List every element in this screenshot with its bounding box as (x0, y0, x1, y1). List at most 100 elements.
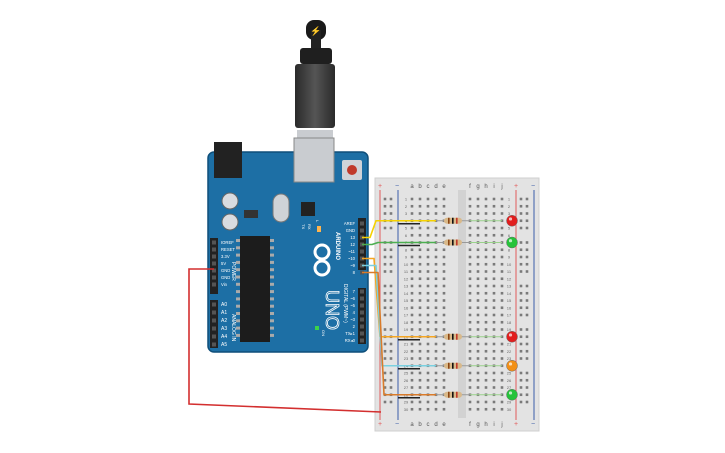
breadboard-hole[interactable] (418, 277, 422, 281)
breadboard-hole[interactable] (426, 328, 430, 331)
breadboard-hole[interactable] (442, 277, 446, 281)
rail-hole[interactable] (519, 328, 523, 331)
breadboard-hole[interactable] (476, 342, 480, 346)
breadboard-hole[interactable] (500, 277, 504, 281)
breadboard-hole[interactable] (426, 320, 430, 324)
breadboard-hole[interactable] (410, 306, 414, 310)
rail-hole[interactable] (389, 349, 393, 353)
breadboard-hole[interactable] (426, 371, 430, 375)
breadboard-hole[interactable] (468, 255, 472, 259)
breadboard-hole[interactable] (426, 204, 430, 208)
rail-hole[interactable] (383, 371, 387, 375)
breadboard-hole[interactable] (468, 386, 472, 389)
wire[interactable] (362, 219, 436, 239)
breadboard-hole[interactable] (410, 313, 414, 317)
rail-hole[interactable] (389, 328, 393, 331)
led[interactable] (506, 236, 518, 249)
breadboard-hole[interactable] (492, 357, 496, 360)
breadboard-hole[interactable] (500, 262, 504, 266)
breadboard-hole[interactable] (418, 299, 422, 302)
rail-hole[interactable] (519, 393, 523, 397)
breadboard-hole[interactable] (476, 262, 480, 266)
breadboard-hole[interactable] (410, 255, 414, 259)
breadboard-hole[interactable] (468, 270, 472, 273)
rail-hole[interactable] (519, 335, 523, 339)
breadboard-hole[interactable] (410, 320, 414, 324)
breadboard-hole[interactable] (426, 313, 430, 317)
breadboard-hole[interactable] (426, 197, 430, 201)
rail-hole[interactable] (383, 212, 387, 215)
breadboard-hole[interactable] (418, 262, 422, 266)
breadboard-hole[interactable] (492, 407, 496, 411)
breadboard-hole[interactable] (492, 226, 496, 230)
breadboard-hole[interactable] (434, 386, 438, 389)
breadboard-hole[interactable] (426, 233, 430, 237)
rail-hole[interactable] (519, 219, 523, 223)
breadboard-hole[interactable] (492, 313, 496, 317)
rail-hole[interactable] (519, 212, 523, 215)
breadboard-hole[interactable] (426, 386, 430, 389)
breadboard-hole[interactable] (500, 313, 504, 317)
breadboard-hole[interactable] (426, 407, 430, 411)
breadboard-hole[interactable] (500, 270, 504, 273)
breadboard-hole[interactable] (426, 342, 430, 346)
breadboard-hole[interactable] (468, 320, 472, 324)
rail-hole[interactable] (389, 270, 393, 273)
wire[interactable] (188, 268, 382, 413)
header-socket[interactable] (212, 268, 216, 273)
rail-hole[interactable] (519, 284, 523, 288)
breadboard-hole[interactable] (492, 255, 496, 259)
rail-hole[interactable] (525, 262, 529, 266)
usb-cable[interactable]: ⚡ (295, 20, 335, 142)
breadboard-hole[interactable] (500, 233, 504, 237)
breadboard-hole[interactable] (418, 306, 422, 310)
breadboard-hole[interactable] (426, 378, 430, 382)
wire[interactable] (362, 271, 436, 396)
rail-hole[interactable] (383, 386, 387, 389)
breadboard-hole[interactable] (418, 233, 422, 237)
breadboard-hole[interactable] (410, 277, 414, 281)
breadboard-hole[interactable] (484, 357, 488, 360)
rail-hole[interactable] (525, 342, 529, 346)
breadboard-hole[interactable] (484, 400, 488, 404)
breadboard-hole[interactable] (476, 328, 480, 331)
breadboard-hole[interactable] (426, 212, 430, 215)
header-socket[interactable] (360, 317, 364, 322)
breadboard-hole[interactable] (418, 357, 422, 360)
breadboard-hole[interactable] (492, 386, 496, 389)
breadboard-hole[interactable] (442, 357, 446, 360)
rail-hole[interactable] (383, 299, 387, 302)
breadboard-hole[interactable] (484, 233, 488, 237)
breadboard-hole[interactable] (468, 212, 472, 215)
rail-hole[interactable] (389, 313, 393, 317)
breadboard-hole[interactable] (418, 197, 422, 201)
rail-hole[interactable] (519, 262, 523, 266)
breadboard-hole[interactable] (500, 255, 504, 259)
breadboard-hole[interactable] (410, 291, 414, 295)
breadboard-hole[interactable] (468, 233, 472, 237)
header-socket[interactable] (212, 247, 216, 252)
breadboard-hole[interactable] (484, 277, 488, 281)
breadboard-hole[interactable] (442, 284, 446, 288)
breadboard-hole[interactable] (418, 386, 422, 389)
breadboard-hole[interactable] (492, 306, 496, 310)
breadboard-hole[interactable] (410, 233, 414, 237)
breadboard-hole[interactable] (476, 400, 480, 404)
breadboard-hole[interactable] (418, 284, 422, 288)
breadboard-hole[interactable] (410, 400, 414, 404)
rail-hole[interactable] (383, 378, 387, 382)
breadboard-hole[interactable] (476, 306, 480, 310)
breadboard-hole[interactable] (468, 284, 472, 288)
breadboard-hole[interactable] (468, 262, 472, 266)
breadboard-hole[interactable] (410, 299, 414, 302)
breadboard-hole[interactable] (476, 313, 480, 317)
breadboard-hole[interactable] (468, 313, 472, 317)
header-socket[interactable] (360, 249, 364, 254)
breadboard-hole[interactable] (468, 378, 472, 382)
breadboard-hole[interactable] (434, 342, 438, 346)
breadboard-hole[interactable] (426, 226, 430, 230)
rail-hole[interactable] (383, 284, 387, 288)
breadboard-hole[interactable] (442, 248, 446, 252)
rail-hole[interactable] (383, 349, 387, 353)
rail-hole[interactable] (525, 349, 529, 353)
